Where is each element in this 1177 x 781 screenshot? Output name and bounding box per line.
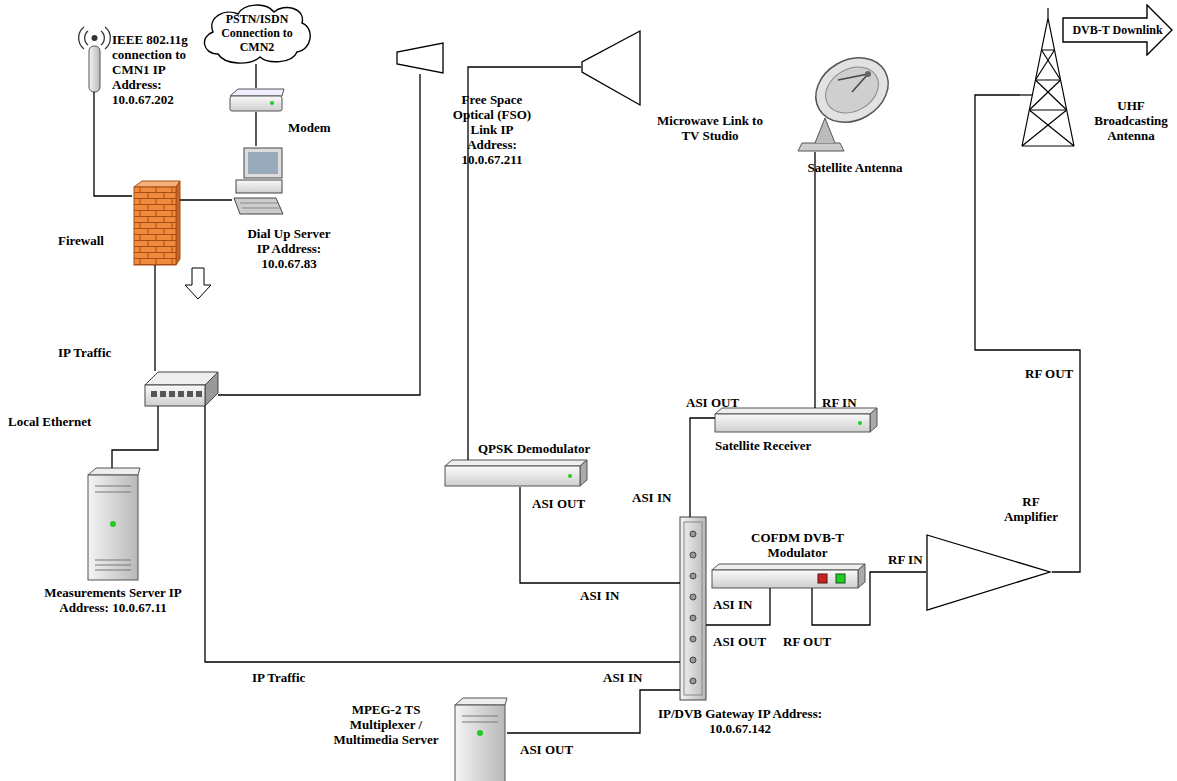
device-label: DVB-T Downlink (1068, 23, 1168, 37)
device-label: IEEE 802.11g connection to CMN1 IP Addre… (112, 32, 212, 107)
microwave-link: Microwave Link to TV Studio (581, 30, 641, 106)
link-line (255, 64, 256, 88)
gateway-rack-icon (680, 517, 706, 700)
device-label: COFDM DVB-T Modulator (745, 530, 850, 560)
ethernet-switch: Local Ethernet (145, 371, 218, 406)
link-line (205, 406, 680, 662)
mpeg-multiplexer: MPEG-2 TS Multiplexer / Multimedia Serve… (455, 698, 507, 781)
port-label: RF OUT (783, 634, 831, 649)
firewall-icon (134, 181, 180, 265)
fso-link: Free Space Optical (FSO) Link IP Address… (396, 42, 444, 74)
port-label: ASI OUT (686, 395, 739, 410)
satellite-dish-icon (798, 45, 900, 151)
ethernet-switch-icon (145, 372, 218, 406)
link-line (975, 95, 1080, 572)
device-label: Local Ethernet (8, 414, 128, 429)
dvb-t-downlink: DVB-T Downlink (1062, 4, 1173, 56)
measurements-server: Measurements Server IP Address: 10.0.67.… (88, 468, 140, 580)
device-label: Firewall (58, 233, 128, 248)
port-label: IP Traffic (252, 670, 305, 685)
port-label: ASI IN (632, 490, 671, 505)
satellite-receiver: Satellite Receiver (715, 408, 877, 432)
port-label: ASI IN (603, 670, 642, 685)
device-label: Microwave Link to TV Studio (650, 113, 770, 143)
link-line (814, 152, 815, 408)
link-line (94, 92, 132, 196)
modulator-box-icon (712, 564, 865, 588)
device-label: RF Amplifier (995, 494, 1067, 524)
port-label: ASI IN (580, 588, 619, 603)
port-label: IP Traffic (58, 345, 111, 360)
server-icon (88, 468, 140, 580)
port-label: RF IN (822, 395, 857, 410)
link-line (690, 418, 715, 517)
device-label: IP/DVB Gateway IP Address: 10.0.67.142 (652, 706, 828, 736)
device-label: Modem (288, 120, 348, 135)
port-label: ASI OUT (713, 634, 766, 649)
device-label: MPEG-2 TS Multiplexer / Multimedia Serve… (322, 702, 450, 747)
receiver-box-icon (715, 408, 877, 432)
horn-antenna-icon (582, 31, 640, 105)
device-label: Measurements Server IP Address: 10.0.67.… (40, 585, 186, 615)
link-line (154, 265, 155, 371)
modem: Modem (228, 88, 284, 112)
port-label: ASI IN (713, 597, 752, 612)
port-label: RF IN (888, 552, 923, 567)
link-line (218, 74, 420, 395)
device-label: Satellite Receiver (715, 438, 855, 453)
port-label: ASI OUT (520, 742, 573, 757)
mpeg-server-icon (455, 698, 507, 781)
ip-dvb-gateway: IP/DVB Gateway IP Address: 10.0.67.142 (680, 517, 706, 700)
device-label: QPSK Demodulator (478, 441, 608, 456)
pstn-cloud: PSTN/ISDN Connection to CMN2 (198, 2, 316, 64)
device-label: UHF Broadcasting Antenna (1090, 98, 1172, 143)
device-label: Dial Up Server IP Address: 10.0.67.83 (245, 226, 333, 271)
firewall: Firewall (132, 181, 180, 265)
link-line (255, 112, 256, 146)
qpsk-demodulator: QPSK Demodulator (445, 460, 587, 487)
port-label: ASI OUT (532, 496, 585, 511)
traffic-arrow (185, 268, 211, 299)
device-label: Satellite Antenna (790, 160, 920, 175)
device-label: PSTN/ISDN Connection to CMN2 (207, 12, 307, 54)
rf-amplifier: RF Amplifier (926, 534, 1052, 611)
link-line (507, 690, 680, 733)
dial-up-server: Dial Up Server IP Address: 10.0.67.83 (232, 146, 284, 216)
link-line (812, 572, 926, 625)
amplifier-triangle (927, 535, 1050, 610)
link-line (180, 199, 232, 200)
link-line (112, 406, 158, 468)
port-label: RF OUT (1025, 366, 1073, 381)
cloud-outline (204, 5, 310, 63)
qpsk-box-icon (445, 460, 587, 486)
satellite-antenna: Satellite Antenna (798, 55, 895, 152)
wifi-antenna: IEEE 802.11g connection to CMN1 IP Addre… (78, 28, 110, 92)
cofdm-modulator: COFDM DVB-T Modulator (712, 564, 865, 588)
pc-icon (234, 148, 283, 214)
modem-icon (230, 89, 284, 111)
downlink-arrow-outline (1063, 5, 1172, 55)
link-line (520, 487, 680, 583)
fso-icon (397, 43, 443, 73)
wifi-antenna-icon (79, 27, 111, 92)
device-label: Free Space Optical (FSO) Link IP Address… (446, 92, 538, 167)
link-line (706, 588, 770, 625)
